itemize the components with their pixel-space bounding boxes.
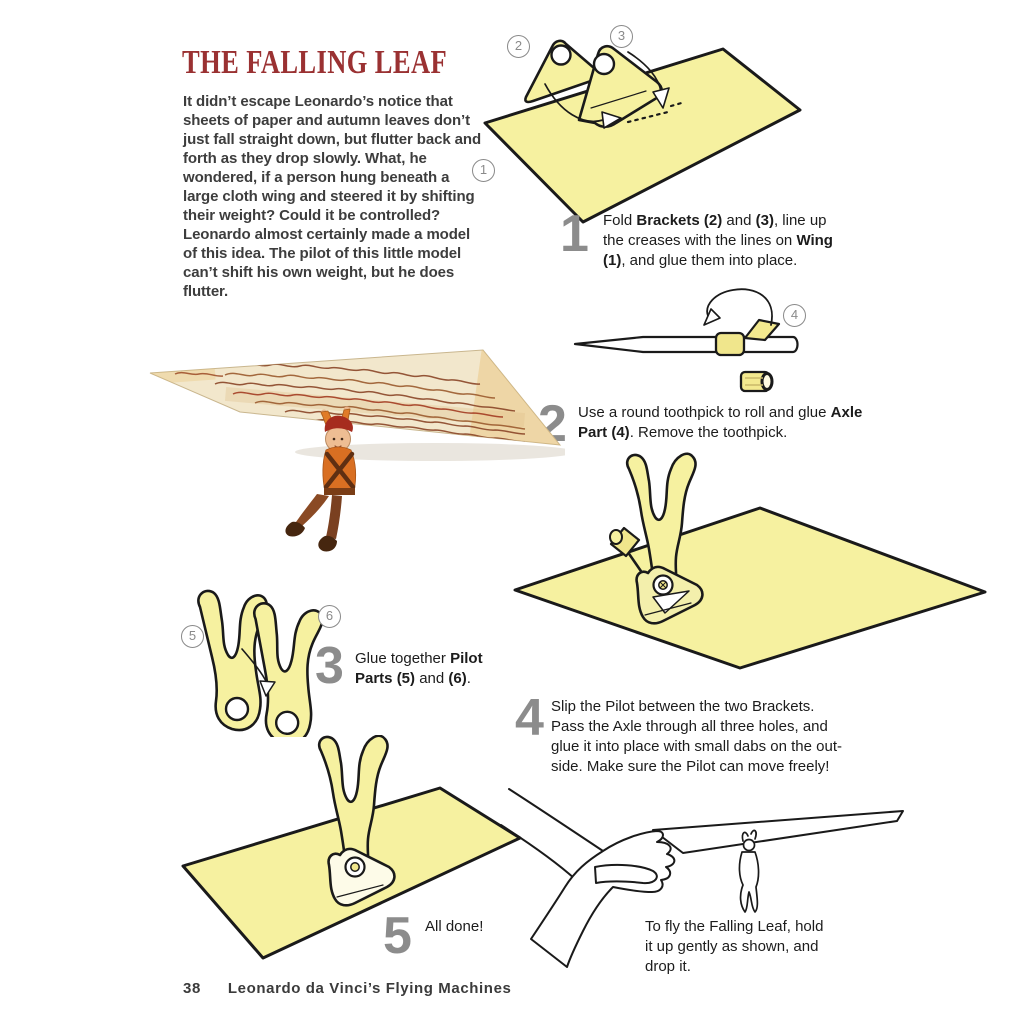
axle-end-cross bbox=[659, 581, 667, 589]
wing-outline bbox=[652, 810, 904, 854]
hand-drawing bbox=[500, 788, 676, 968]
part-label-5: 5 bbox=[181, 625, 204, 648]
pilot-silhouette bbox=[625, 452, 697, 589]
part-label-4: 4 bbox=[783, 304, 806, 327]
all-done-diagram bbox=[181, 735, 522, 960]
arrowhead bbox=[703, 308, 721, 326]
part-label-1: 1 bbox=[472, 159, 495, 182]
roll-arrow bbox=[706, 288, 773, 326]
part-label-3: 3 bbox=[610, 25, 633, 48]
part-label-2: 2 bbox=[507, 35, 530, 58]
step-1-text: Fold Brackets (2) and (3), line up the c… bbox=[603, 212, 833, 269]
page-number: 38 bbox=[183, 980, 201, 997]
axle-end-in-hole bbox=[350, 862, 360, 872]
bracket-3-hole bbox=[592, 52, 616, 76]
page-title: THE FALLING LEAF bbox=[182, 44, 448, 81]
crease-dashes bbox=[669, 100, 687, 108]
arrow-bracket2-to-wing bbox=[544, 83, 604, 123]
photo-shadow bbox=[295, 443, 565, 461]
bracket-fold-line bbox=[644, 602, 692, 616]
axle-tube-hole bbox=[760, 372, 774, 391]
step-4-text: Slip the Pilot between the two Brackets.… bbox=[551, 698, 842, 775]
pilot-parts-diagram bbox=[197, 589, 325, 737]
part-label-6: 6 bbox=[318, 605, 341, 628]
pilot-silhouette bbox=[317, 735, 389, 871]
step-5-number: 5 bbox=[383, 907, 412, 965]
glue-arrow bbox=[241, 648, 268, 684]
bracket-cone bbox=[327, 847, 396, 907]
finished-model-photo bbox=[149, 349, 565, 552]
crease-dashes bbox=[626, 110, 670, 124]
step-3-number: 3 bbox=[315, 637, 344, 695]
axle-tube-end bbox=[609, 529, 623, 545]
book-title: Leonardo da Vinci’s Flying Machines bbox=[227, 980, 512, 997]
wing-brackets-diagram bbox=[483, 39, 802, 224]
axle-rolled-on-stick bbox=[714, 331, 746, 357]
toothpick-axle-diagram bbox=[573, 288, 799, 393]
arrow-bracket3-to-wing bbox=[627, 51, 662, 93]
step-1-number: 1 bbox=[560, 205, 589, 263]
arrowhead bbox=[601, 111, 622, 129]
wing-part bbox=[513, 506, 987, 670]
bracket-fold-line bbox=[336, 884, 384, 898]
slip-pilot-diagram bbox=[513, 452, 987, 670]
page-footer: 38 Leonardo da Vinci’s Flying Machines bbox=[183, 980, 511, 997]
step-5-text: All done! bbox=[425, 918, 484, 935]
fly-note: To fly the Falling Leaf, hold it up gent… bbox=[645, 918, 824, 975]
arrowhead bbox=[259, 680, 276, 697]
leonardo-script-lines bbox=[174, 362, 534, 445]
step-3-text: Glue together Pilot Parts (5) and (6). bbox=[355, 650, 483, 687]
intro-paragraph: It didn’t escape Leonardo’s notice that … bbox=[183, 93, 482, 300]
bracket-2-hole bbox=[550, 44, 572, 66]
axle-tube-seam bbox=[745, 377, 763, 386]
step-4-number: 4 bbox=[515, 689, 544, 747]
step-2-text: Use a round toothpick to roll and glue A… bbox=[578, 404, 863, 441]
hanging-pilot-outline bbox=[738, 829, 760, 913]
bracket-3-fold-line bbox=[590, 90, 647, 109]
arrowhead bbox=[652, 87, 670, 109]
bracket-highlight bbox=[652, 590, 690, 614]
flying-instructions-drawing bbox=[500, 788, 904, 968]
photo-pilot-figure bbox=[285, 406, 357, 552]
